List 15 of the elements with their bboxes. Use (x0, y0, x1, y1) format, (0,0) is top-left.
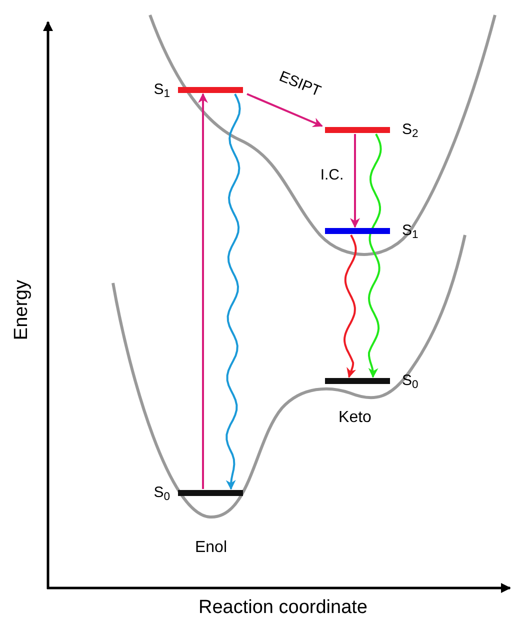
axis-label: Keto (338, 408, 372, 428)
axis-label: Energy (10, 280, 33, 340)
arrow (246, 93, 323, 128)
state-label: S$_{0}$ (152, 484, 171, 502)
wavy-arrow (226, 94, 241, 490)
state-label: S$_{1}$ (401, 222, 420, 240)
state-label: S$_{2}$ (401, 121, 420, 139)
wavy-arrow (344, 234, 357, 378)
wavy-arrow (368, 134, 382, 378)
state-label: S$_{0}$ (401, 372, 420, 390)
axis-label: Enol (194, 538, 228, 558)
state-label: S$_{1}$ (152, 81, 171, 99)
arrow (350, 134, 360, 228)
arrow (198, 93, 208, 489)
axis-label: Reaction coordinate (198, 596, 368, 620)
